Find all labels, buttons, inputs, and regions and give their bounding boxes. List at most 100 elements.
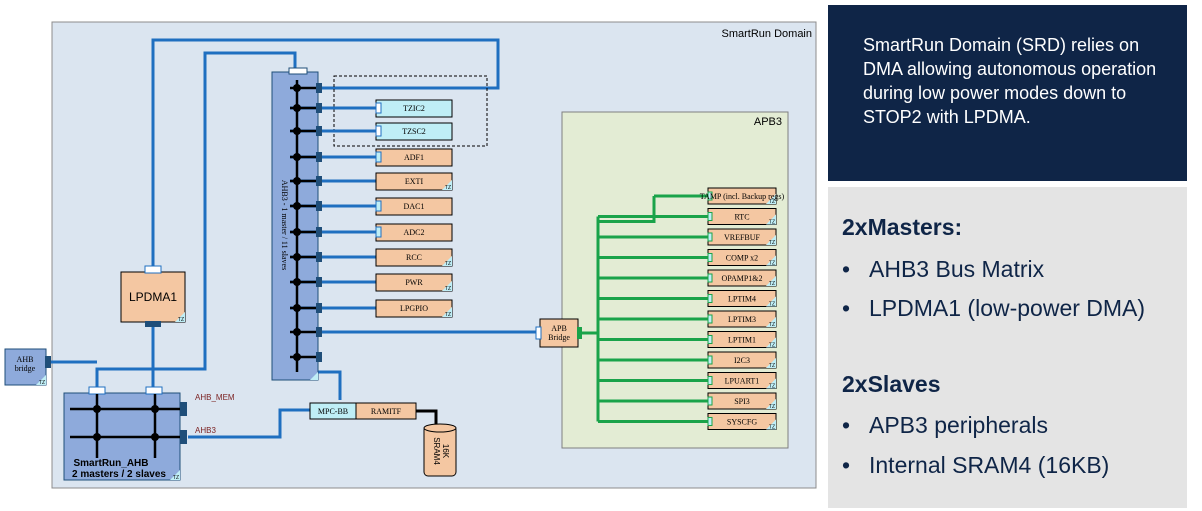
srd-description: SmartRun Domain (SRD) relies on DMA allo… [863,35,1157,127]
tz-badge: TZ [445,261,451,267]
tz-badge: TZ [769,220,775,226]
tz-badge: TZ [445,185,451,191]
ahb-slave-label: ADF1 [404,153,424,162]
masters-item: • LPDMA1 (low-power DMA) [842,295,1145,322]
bullet-icon: • [842,256,851,282]
ahb-slave: ADC2 [290,223,453,242]
sram4-label-1: 16K [441,444,450,459]
tz-badge: TZ [769,322,775,328]
ahb3-matrix-label: AHB3 - 1 master / 11 slaves [280,180,289,270]
tz-badge: TZ [769,343,775,349]
ahb-slave: TZSC2 [290,122,453,141]
slaves-heading: 2xSlaves [842,371,941,397]
masters-item-label: LPDMA1 (low-power DMA) [869,295,1146,321]
apb-peripheral-label: VREFBUF [724,233,761,242]
apb-peripheral: TZ LPUART1 [598,372,777,390]
ahb-bridge-tz: TZ [39,380,45,386]
apb-peripheral: TZ OPAMP1&2 [598,269,777,287]
apb-peripheral-label: LPTIM1 [728,336,756,345]
apb-peripheral: TZ SYSCFG [598,413,777,431]
tz-badge: TZ [445,286,451,292]
slaves-item: • Internal SRAM4 (16KB) [842,452,1109,479]
ahb-mem-label: AHB_MEM [195,393,235,402]
tz-badge: TZ [445,312,451,318]
apb-peripheral-label: I2C3 [734,356,750,365]
tz-badge: TZ [769,404,775,410]
tz-badge: TZ [769,199,775,205]
ahb-bridge-label-2: bridge [15,364,36,373]
apb-bridge-label-1: APB [551,324,567,333]
tz-badge: TZ [769,302,775,308]
apb-bridge-label-2: Bridge [548,333,570,342]
ahb-slave: ADF1 [290,148,453,167]
tz-badge: TZ [769,384,775,390]
apb-peripheral: TZ RTC [598,208,777,226]
ahb-slave: DAC1 [290,197,453,216]
bullet-icon: • [842,412,851,438]
apb-peripheral: TZ COMP x2 [598,249,777,267]
ahb-slave-label: DAC1 [404,202,425,211]
architecture-diagram: SmartRun Domain APB3 AHB3 - 1 master / 1… [4,21,817,489]
smartrun-ahb-crossbar [70,394,180,458]
tz-control-group [333,75,488,147]
apb-peripheral-label: RTC [734,213,749,222]
ahb-slave: TZ RCC [290,248,453,267]
apb-peripheral: TZ LPTIM4 [598,290,777,308]
smartrun-domain-label: SmartRun Domain [722,28,812,40]
apb-peripheral: TZ SPI3 [598,392,777,410]
masters-heading: 2xMasters: [842,214,963,240]
tz-badge: TZ [769,240,775,246]
smartrun-ahb-tz: TZ [173,475,179,481]
ahb-slave-label: RCC [406,253,422,262]
masters-item-label: AHB3 Bus Matrix [869,256,1045,282]
apb-peripheral: TZ VREFBUF [598,228,777,246]
apb-peripheral-label: LPTIM4 [728,295,756,304]
ahb-slave: TZ LPGPIO [290,299,453,318]
tz-badge: TZ [769,425,775,431]
apb-peripheral-label: LPTIM3 [728,315,756,324]
lpdma1-label: LPDMA1 [129,290,177,304]
ahb3-port-label: AHB3 [195,426,216,435]
lpdma1-tz: TZ [178,317,184,323]
ahb-slave-label: TZSC2 [402,127,426,136]
apb3-label: APB3 [754,116,782,128]
apb-peripheral-label: SYSCFG [727,418,757,427]
apb-bridge [539,318,579,348]
bullet-icon: • [842,452,851,478]
apb-peripheral-label: TAMP (incl. Backup regs) [700,192,785,201]
apb-peripheral-label: LPUART1 [725,377,760,386]
srd-description-panel: SmartRun Domain (SRD) relies on DMA allo… [828,5,1187,181]
ahb-slave-label: EXTI [405,177,424,186]
ahb-slave-label: LPGPIO [400,304,428,313]
bus-summary-panel: 2xMasters: • AHB3 Bus Matrix • LPDMA1 (low… [828,187,1187,508]
slaves-item: • APB3 peripherals [842,412,1048,439]
ahb-bus-lines [51,38,538,439]
smartrun-ahb-label-2: 2 masters / 2 slaves [72,469,166,480]
ahb-slave-group: TZIC2TZSC2ADF1TZEXTIDAC1ADC2TZRCCTZPWRTZ… [290,80,453,372]
mpc-bb-label: MPC-BB [318,407,348,416]
ramitf-label: RAMITF [371,407,402,416]
apb-peripheral-label: SPI3 [734,397,750,406]
masters-item: • AHB3 Bus Matrix [842,256,1044,283]
ahb-slave-label: TZIC2 [403,104,425,113]
apb-peripheral: TZ LPTIM3 [598,310,777,328]
slaves-item-label: APB3 peripherals [869,412,1048,438]
tz-badge: TZ [769,261,775,267]
smartrun-ahb-label-1: SmartRun_AHB [73,458,148,469]
tz-badge: TZ [769,281,775,287]
ahb-bridge [4,348,47,386]
apb-peripheral-label: OPAMP1&2 [721,274,762,283]
sram4-label-2: SRAM4 [432,437,441,465]
lpdma1-block [120,271,186,323]
ahb-bridge-label-1: AHB [17,355,34,364]
apb-peripheral-label: COMP x2 [726,254,758,263]
ahb-slave: TZ EXTI [290,172,453,191]
apb-peripheral: TZ LPTIM1 [598,331,777,349]
slaves-item-label: Internal SRAM4 (16KB) [869,452,1110,478]
ahb-slave-label: PWR [405,278,423,287]
bullet-icon: • [842,295,851,321]
ahb-slave-label: ADC2 [404,228,425,237]
